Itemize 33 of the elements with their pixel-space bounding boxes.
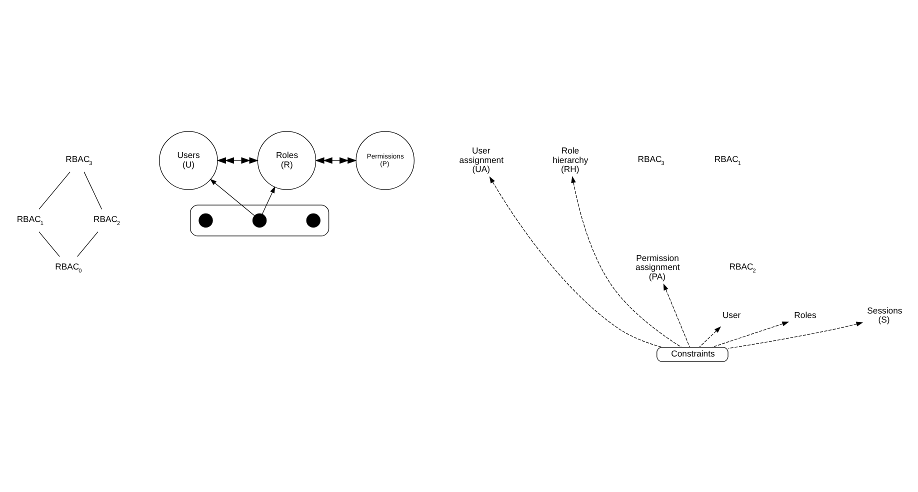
arrow <box>315 156 357 164</box>
arrow <box>728 321 864 348</box>
node-text: RBAC$_{3}$ <box>66 154 92 167</box>
cluster <box>190 204 330 236</box>
arrow <box>699 326 722 347</box>
connector <box>77 231 98 256</box>
label: RBAC$_{1}$ <box>714 154 741 167</box>
connector <box>38 231 60 256</box>
node-text: Permission assignment (PA) <box>636 252 680 281</box>
node-text: RBAC$_{2}$ <box>94 214 120 227</box>
node-text: Role hierarchy (RH) <box>552 145 588 174</box>
connector <box>84 171 102 210</box>
node-circle <box>252 212 267 228</box>
arrow <box>216 156 259 164</box>
node-text: Roles <box>794 310 816 320</box>
arrow <box>489 176 662 348</box>
connector <box>38 171 70 210</box>
node-text: RBAC$_{0}$ <box>55 261 82 274</box>
arrow <box>210 178 255 216</box>
node-text: User <box>722 310 741 320</box>
node-text: RBAC$_{1}$ <box>16 214 44 227</box>
node-text: User assignment (UA) <box>459 145 504 174</box>
node-circle <box>306 212 320 228</box>
label: RBAC$_{2}$ <box>729 261 756 274</box>
arrow <box>663 282 690 348</box>
node-circle: Roles (R) <box>257 130 316 190</box>
label: RBAC$_{3}$ <box>638 154 664 167</box>
arrow <box>571 176 682 347</box>
node-circle <box>198 212 213 228</box>
node-box: Constraints <box>656 346 728 362</box>
node-text: Sessions (S) <box>867 304 902 324</box>
arrow <box>262 186 276 214</box>
arrow <box>712 321 790 348</box>
